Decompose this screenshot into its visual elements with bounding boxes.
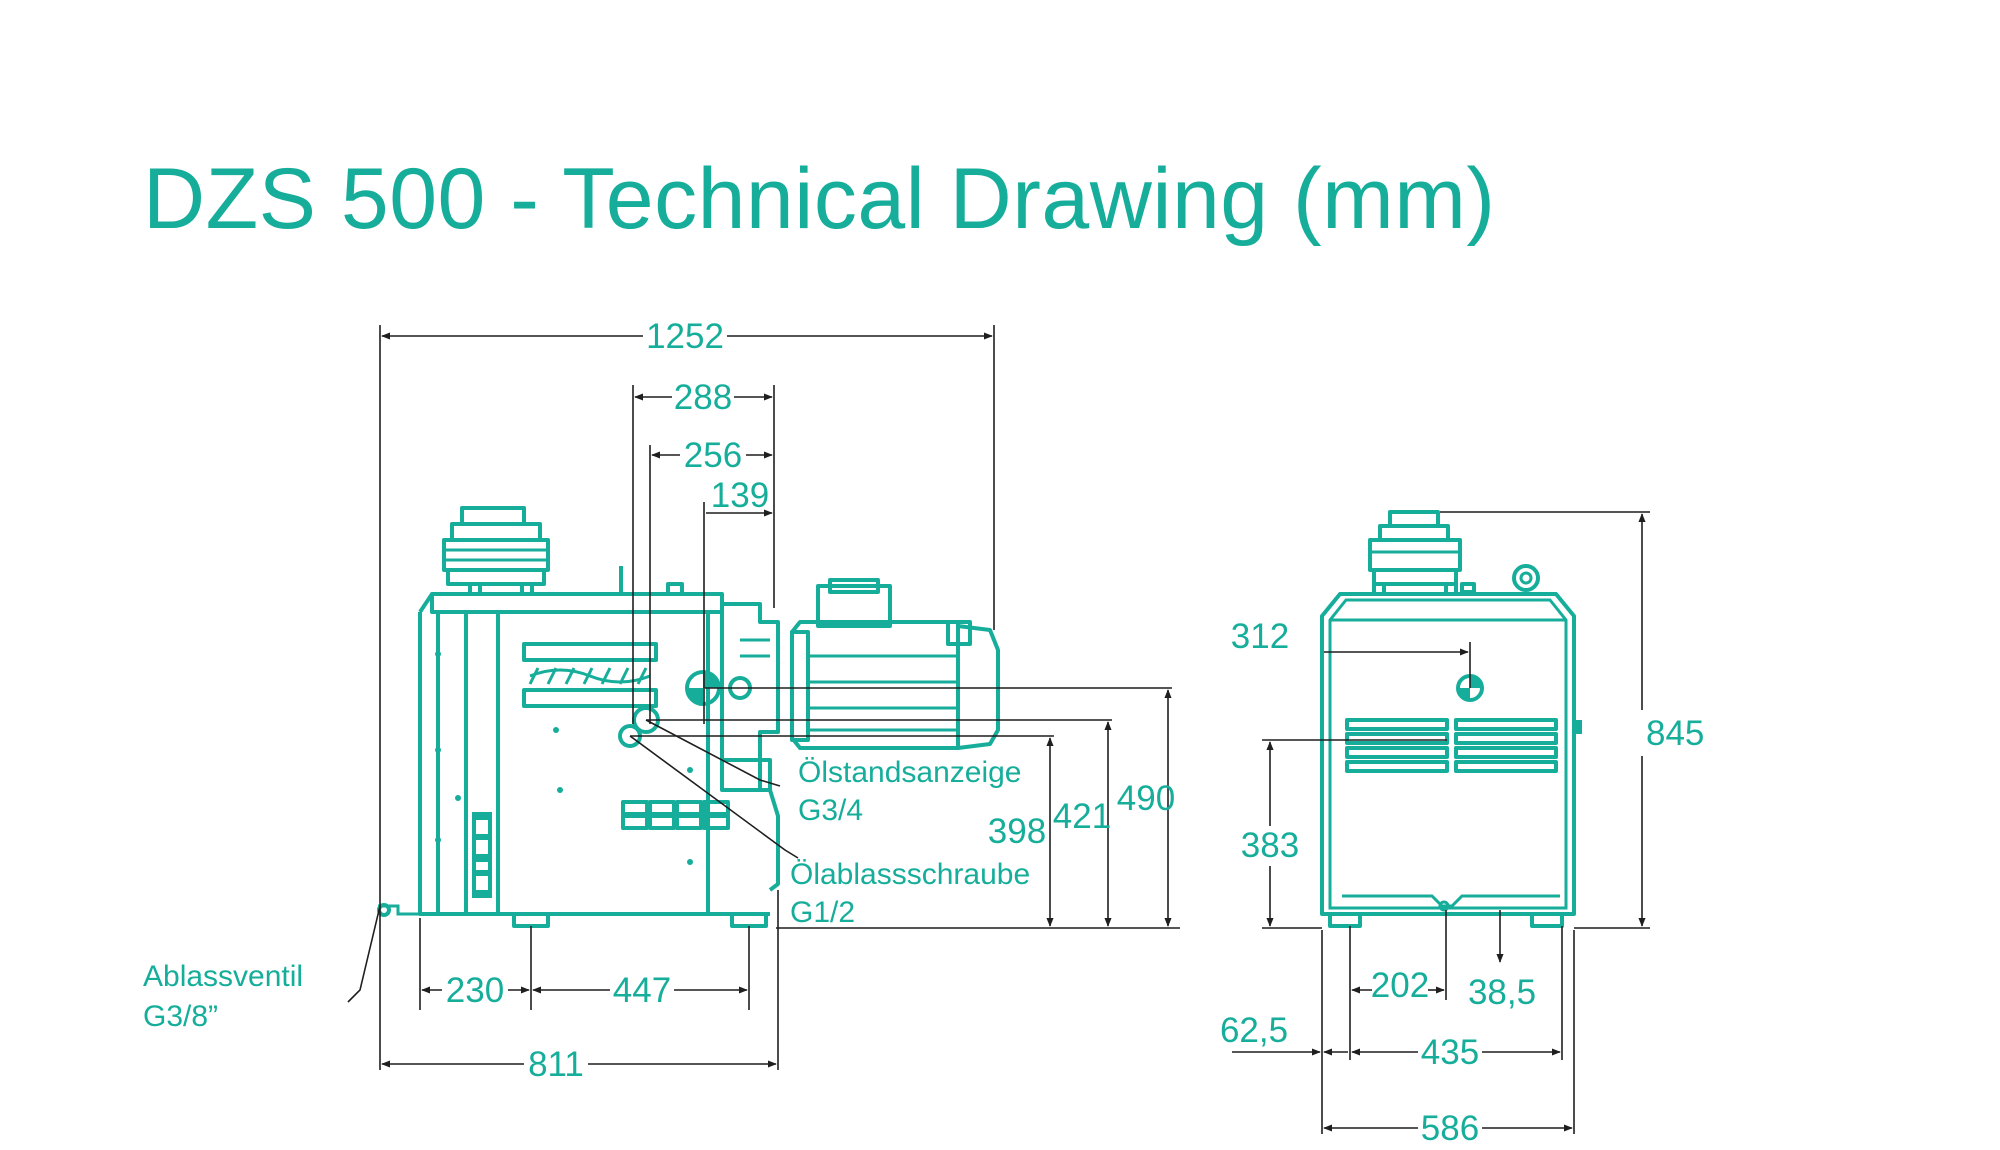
foot-left [512,912,550,928]
dim-490: 490 [1117,779,1175,818]
label-oil-level-thread: G3/4 [798,794,863,827]
foot-right [730,912,768,928]
dim-202: 202 [1371,966,1429,1005]
dim-586: 586 [1421,1109,1479,1148]
dim-383: 383 [1241,826,1299,865]
dim-312: 312 [1231,617,1289,656]
dim-447: 447 [613,971,671,1010]
dim-230: 230 [446,971,504,1010]
front-view-machine [1320,510,1582,928]
coupling-housing [685,602,780,892]
dim-845: 845 [1646,714,1704,753]
dim-38-5: 38,5 [1468,973,1536,1012]
vent-slots-side [621,800,730,830]
pump-housing-front [1320,592,1582,916]
electric-motor [790,578,1000,750]
lifting-eye [1512,564,1540,592]
dim-256: 256 [684,436,742,475]
vent-grille-left [1345,718,1449,773]
dim-811: 811 [528,1045,584,1084]
front-foot-left [1328,912,1362,928]
front-view-dimensions: 312 845 383 202 38,5 62,5 435 [1220,511,1704,1148]
dim-398: 398 [988,812,1046,851]
top-fan-side [442,506,550,596]
label-drain-valve-thread: G3/8” [143,1000,218,1033]
leader-oil-level [645,719,781,787]
label-oil-drain-thread: G1/2 [790,896,855,929]
dim-288: 288 [674,378,732,417]
leader-oil-drain [629,735,799,859]
brand-logo [528,667,651,685]
dim-62-5: 62,5 [1220,1011,1288,1050]
top-fan-front [1368,510,1462,596]
drain-valve [377,903,420,917]
model-plate [472,812,492,898]
front-foot-right [1530,912,1564,928]
label-oil-level-indicator: Ölstandsanzeige [798,756,1021,789]
dim-435: 435 [1421,1033,1479,1072]
side-view-dimensions: 1252 288 256 139 398 421 490 [347,317,1180,1084]
label-oil-drain-plug: Ölablassschraube [790,858,1030,891]
page-title: DZS 500 - Technical Drawing (mm) [143,151,1496,247]
pump-housing-side [418,592,770,916]
side-port [1574,720,1582,734]
label-drain-valve: Ablassventil [143,960,303,993]
vent-grille-right [1454,718,1558,773]
leader-drain-valve [347,905,381,1003]
dim-139: 139 [711,476,769,515]
dim-421: 421 [1053,797,1111,836]
dim-1252: 1252 [646,317,724,356]
